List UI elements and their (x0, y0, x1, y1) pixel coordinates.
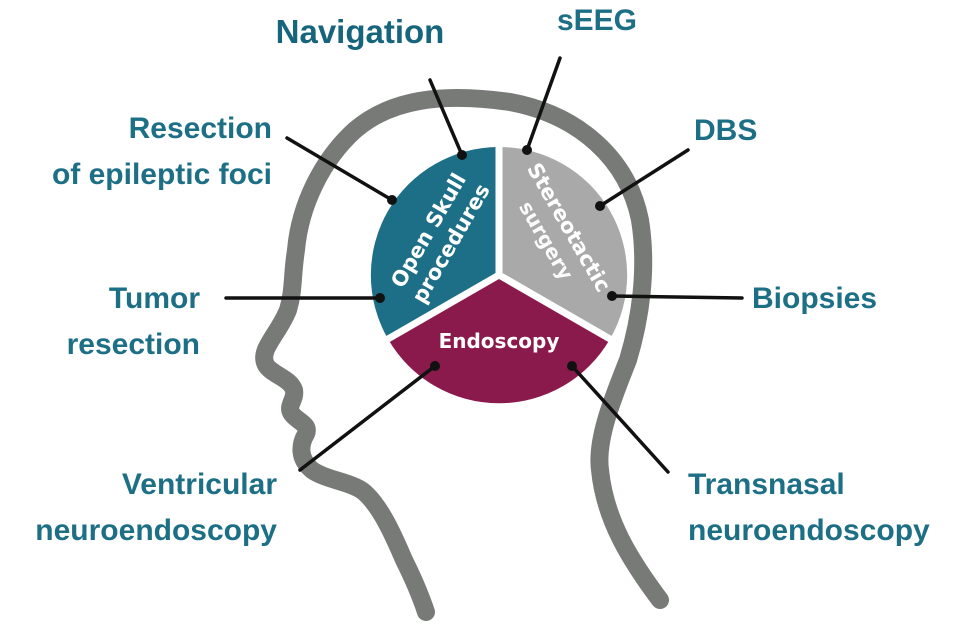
label-navigation: Navigation (276, 13, 445, 50)
label-seeg: sEEG (557, 4, 637, 37)
leader-resection-epileptic (285, 136, 394, 202)
label-biopsies: Biopsies (752, 282, 877, 315)
endoscopy-text: Endoscopy (439, 329, 560, 353)
leader-dot-resection-epileptic (387, 195, 397, 205)
head-outline (255, 88, 669, 621)
label-tumor-line1: Tumor (109, 282, 200, 315)
leader-dot-transnasal (567, 361, 577, 371)
label-ventricular-line1: Ventricular (122, 468, 277, 501)
leader-ventricular (298, 364, 437, 472)
leader-transnasal (570, 364, 670, 474)
leader-navigation (428, 78, 464, 157)
label-dbs: DBS (694, 114, 757, 147)
leader-dot-seeg (522, 145, 532, 155)
label-ventricular-line2: neuroendoscopy (35, 514, 277, 547)
leader-dot-biopsies (607, 291, 617, 301)
leader-dot-tumor (375, 293, 385, 303)
leader-dbs (598, 148, 690, 208)
leader-biopsies (610, 294, 744, 300)
leader-dot-ventricular (430, 361, 440, 371)
leader-dot-navigation (457, 150, 467, 160)
label-transnasal-line2: neuroendoscopy (688, 514, 930, 547)
separator-right (497, 271, 619, 347)
label-tumor-line2: resection (67, 328, 200, 361)
separator-left (379, 271, 501, 347)
label-transnasal-line1: Transnasal (688, 468, 845, 501)
label-resection-line1: Resection (129, 112, 272, 145)
leader-seeg (525, 56, 562, 152)
leader-dot-dbs (595, 201, 605, 211)
label-resection-line2: of epileptic foci (52, 158, 272, 191)
